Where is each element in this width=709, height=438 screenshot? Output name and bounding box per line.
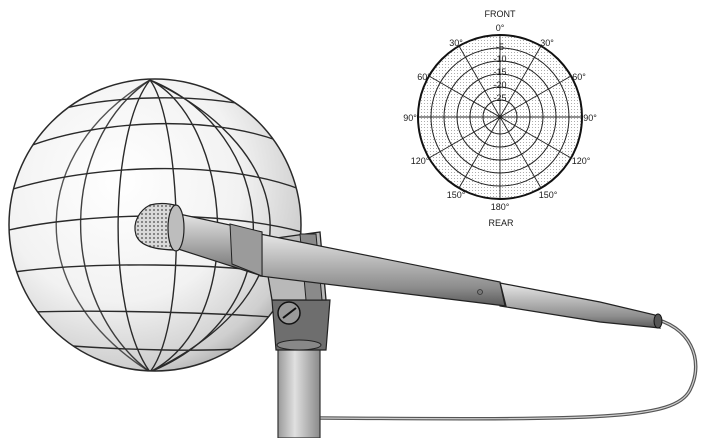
angle-label-180: 180° [491, 202, 510, 212]
ring-label: -15 [493, 67, 506, 77]
rear-label: REAR [488, 218, 514, 228]
polar-spokes [418, 35, 582, 199]
angle-label-150-right: 150° [539, 190, 558, 200]
angle-label-90-left: 90° [403, 113, 417, 123]
angle-label-90-right: 90° [583, 113, 597, 123]
angle-label-150-left: 150° [447, 190, 466, 200]
polar-ring-labels: -5 -10 -15 -20 -25 [493, 42, 506, 103]
angle-label-30-left: 30° [449, 38, 463, 48]
angle-label-60-right: 60° [572, 72, 586, 82]
angle-label-120-left: 120° [411, 156, 430, 166]
ring-label: -25 [493, 93, 506, 103]
angle-label-30-right: 30° [540, 38, 554, 48]
polar-pattern-chart: -5 -10 -15 -20 -25 FRONT 0° 30° 30° 60° … [403, 9, 597, 228]
ring-label: -20 [493, 80, 506, 90]
ring-label: -10 [493, 54, 506, 64]
angle-label-0: 0° [496, 23, 505, 33]
angle-label-60-left: 60° [417, 72, 431, 82]
polar-angle-labels: FRONT 0° 30° 30° 60° 60° 90° 90° 120° 12… [403, 9, 597, 228]
mic-cable [319, 316, 698, 421]
front-label: FRONT [485, 9, 516, 19]
ring-label: -5 [496, 42, 504, 52]
microphone-body [134, 203, 663, 329]
angle-label-120-right: 120° [572, 156, 591, 166]
